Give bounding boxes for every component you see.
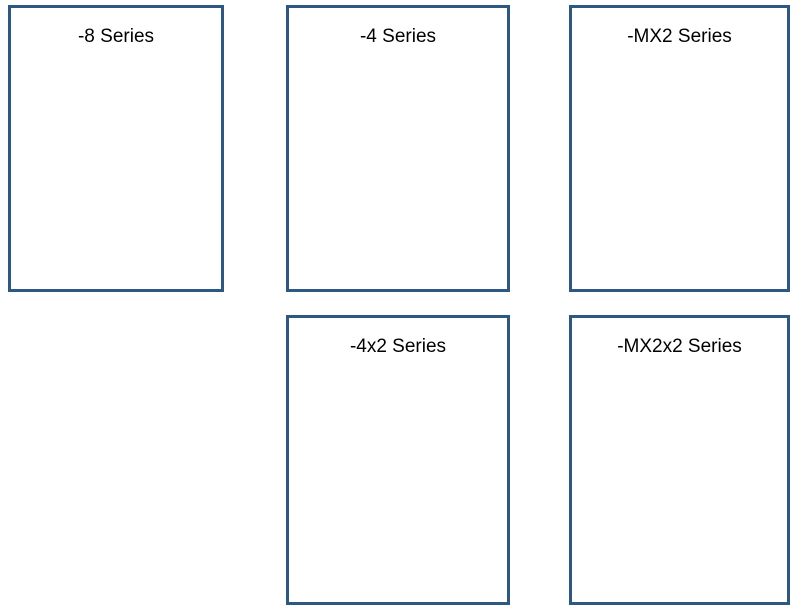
panel-title: -MX2x2 Series [617,336,742,357]
panel-title: -MX2 Series [627,26,732,47]
panel-series-4: -4 Series [286,5,510,292]
panel-series-mx2: -MX2 Series [569,5,790,292]
panel-series-mx2x2: -MX2x2 Series [569,315,790,605]
panel-title: -4x2 Series [349,336,447,357]
panel-title: -8 Series [77,26,155,47]
panel-series-8: -8 Series [8,5,224,292]
panel-series-4x2: -4x2 Series [286,315,510,605]
panel-title: -4 Series [359,26,437,47]
